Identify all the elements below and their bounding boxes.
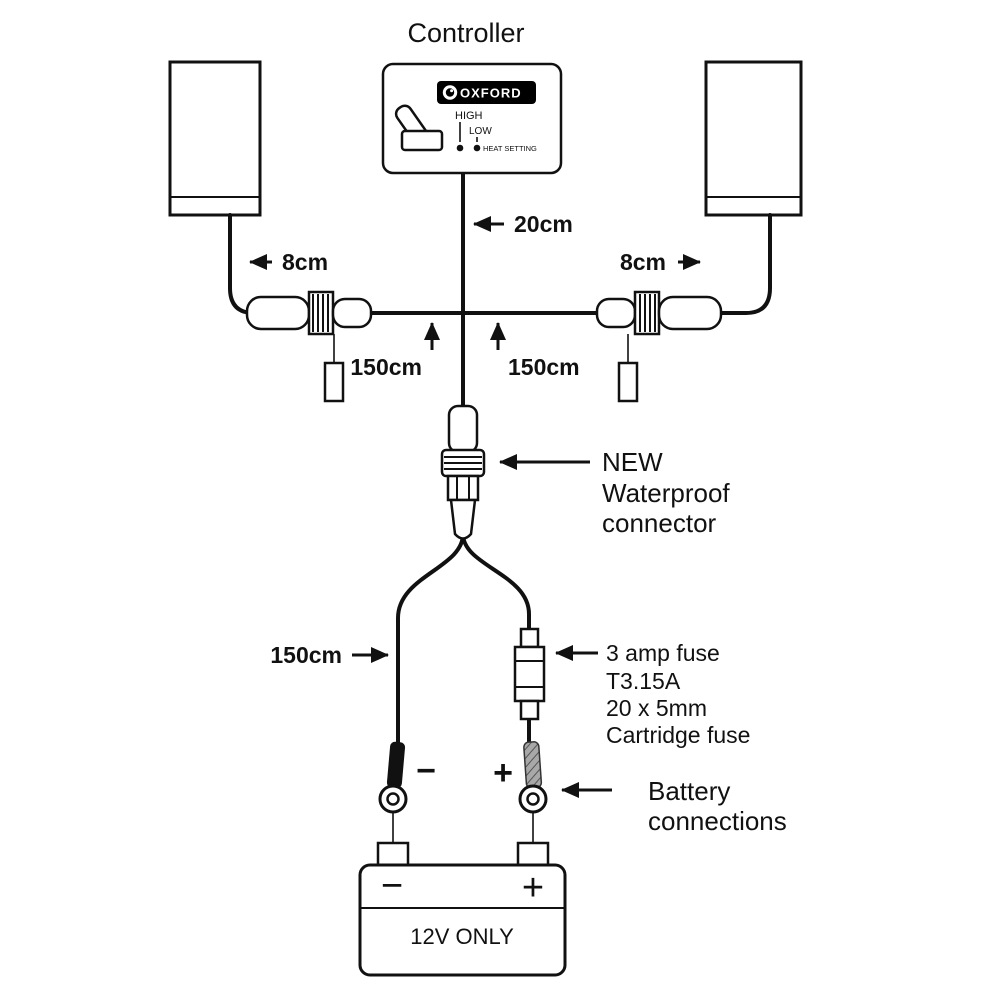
toggle-switch-icon [394,104,444,152]
label-fuse-line3: 20 x 5mm [606,695,707,721]
waterproof-connector [440,404,486,540]
led-high-icon [456,144,464,152]
battery-post-negative [376,841,410,867]
spare-lead-left [323,361,345,403]
negative-lead-sign: − [416,752,436,790]
oxford-logo-icon [442,85,458,100]
grip-connector-left [245,290,373,403]
heated-grip-left [168,60,262,217]
label-150cm-right: 150cm [508,354,580,380]
label-connector-line2: Waterproof [602,478,730,508]
positive-boot [523,741,543,789]
battery-voltage-label: 12V ONLY [410,924,514,949]
battery-positive-wire [461,532,531,636]
battery-positive-sign: + [522,867,544,909]
brand-label: OXFORD [460,86,522,101]
controller-box: OXFORD HIGH LOW HEAT SETTING [381,62,563,175]
negative-terminal [378,741,408,843]
callouts: 8cm 8cm 20cm 150cm 150cm NEW Waterproof … [249,211,787,836]
label-fuse-line1: 3 amp fuse [606,640,720,666]
grip-connector-right [595,290,723,403]
led-indicators: HIGH LOW HEAT SETTING [455,110,537,153]
heated-grip-right [704,60,803,217]
fuse-cartridge [513,627,546,721]
battery: − + 12V ONLY [358,841,567,977]
label-8cm-left: 8cm [282,249,328,275]
positive-lead-sign: + [493,754,513,792]
label-150cm-battery: 150cm [270,642,342,668]
negative-boot [386,741,406,789]
oxford-badge: OXFORD [437,81,536,104]
controller-title: Controller [407,18,524,48]
battery-body [358,863,567,977]
led-low-icon [473,144,481,152]
battery-post-positive [516,841,550,867]
grip-right-wire [698,213,772,315]
heat-setting-label: HEAT SETTING [483,144,537,153]
spare-lead-right [617,361,639,403]
positive-terminal [518,741,548,843]
label-150cm-left: 150cm [350,354,422,380]
label-connector-line1: NEW [602,447,663,477]
high-label: HIGH [455,110,483,122]
low-label: LOW [469,126,492,137]
label-battery-line2: connections [648,806,787,836]
wiring-harness [228,171,772,747]
label-connector-line3: connector [602,508,717,538]
battery-negative-sign: − [381,865,403,907]
label-fuse-line4: Cartridge fuse [606,722,750,748]
label-fuse-line2: T3.15A [606,668,681,694]
label-battery-line1: Battery [648,776,730,806]
battery-negative-wire [396,532,465,747]
label-8cm-right: 8cm [620,249,666,275]
label-20cm: 20cm [514,211,573,237]
